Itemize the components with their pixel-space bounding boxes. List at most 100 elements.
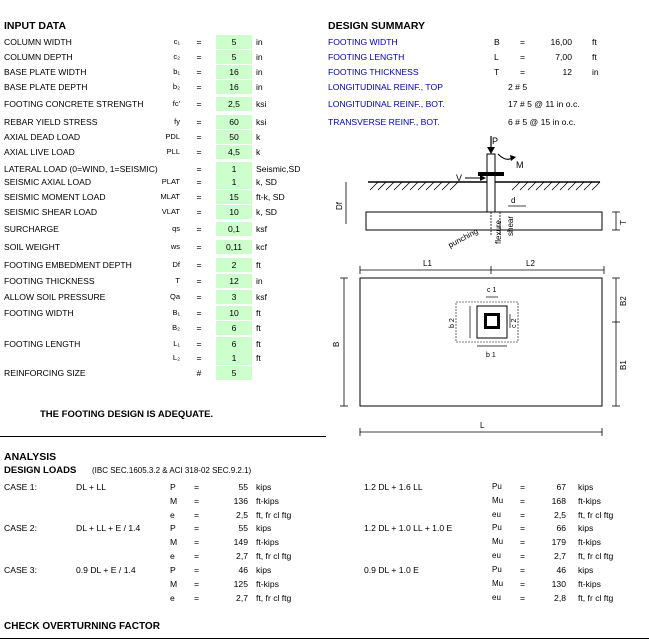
load-symbol: P [170, 482, 176, 492]
input-label: AXIAL LIVE LOAD [4, 147, 75, 157]
input-unit: Seismic,SD [256, 164, 301, 174]
input-symbol: T [175, 276, 180, 285]
overturning-title: CHECK OVERTURNING FACTOR [4, 621, 160, 632]
factored-unit: ft, fr cl ftg [578, 510, 614, 520]
column-elevation [486, 153, 496, 213]
input-label: REBAR YIELD STRESS [4, 117, 98, 127]
load-symbol: M [170, 496, 178, 506]
c1-label: c 1 [487, 287, 496, 294]
load-symbol: P [170, 565, 176, 575]
input-value-cell[interactable]: 2,5 [216, 97, 252, 111]
input-value-cell[interactable]: 15 [216, 190, 252, 204]
factored-unit: kips [578, 523, 594, 533]
load-equals: = [194, 565, 200, 575]
input-value-cell[interactable]: 10 [216, 306, 252, 320]
input-label: SOIL WEIGHT [4, 242, 61, 252]
input-label: FOOTING WIDTH [4, 308, 74, 318]
input-value-cell[interactable]: 10 [216, 205, 252, 219]
input-equals: = [196, 276, 202, 286]
factored-value: 2,8 [554, 593, 566, 603]
factored-equals: = [520, 551, 526, 561]
input-equals: = [196, 117, 202, 127]
v-label: V [456, 173, 462, 183]
factored-value: 66 [556, 523, 566, 533]
input-value-cell[interactable]: 3 [216, 290, 252, 304]
case-combination: DL + LL + E / 1.4 [76, 523, 141, 533]
input-value-cell[interactable]: 1 [216, 351, 252, 365]
input-label: LATERAL LOAD (0=WIND, 1=SEISMIC) [4, 164, 158, 174]
load-unit: ft-kips [256, 579, 279, 589]
summary-value: 16,00 [550, 37, 572, 47]
input-unit: k, SD [256, 177, 278, 187]
moment-arrow [497, 153, 513, 160]
factored-unit: ft, fr cl ftg [578, 593, 614, 603]
input-value-cell[interactable]: 6 [216, 321, 252, 335]
input-value-cell[interactable]: 12 [216, 274, 252, 288]
footing-elevation [365, 211, 603, 231]
input-equals: = [196, 164, 202, 174]
factored-equals: = [520, 482, 526, 492]
factored-equals: = [520, 496, 526, 506]
input-value-cell[interactable]: 60 [216, 115, 252, 129]
factored-unit: ft, fr cl ftg [578, 551, 614, 561]
input-equals: = [196, 99, 202, 109]
factored-value: 2,5 [554, 510, 566, 520]
input-value-cell[interactable]: 2 [216, 258, 252, 272]
b2-label: b 2 [449, 318, 456, 328]
input-value-cell[interactable]: 5 [216, 366, 252, 380]
load-equals: = [194, 510, 200, 520]
summary-label: FOOTING WIDTH [328, 37, 398, 47]
factored-unit: ft-kips [578, 496, 601, 506]
input-equals: # [196, 368, 202, 378]
input-equals: = [196, 292, 202, 302]
input-symbol: MLAT [160, 192, 180, 201]
factored-value: 67 [556, 482, 566, 492]
adequacy-message: THE FOOTING DESIGN IS ADEQUATE. [40, 409, 214, 420]
factored-symbol: eu [492, 510, 501, 519]
input-value-cell[interactable]: 0,1 [216, 222, 252, 236]
input-value-cell[interactable]: 1 [216, 162, 252, 176]
input-label: BASE PLATE DEPTH [4, 82, 88, 92]
input-value-cell[interactable]: 50 [216, 130, 252, 144]
input-value-cell[interactable]: 0,11 [216, 240, 252, 254]
input-value-cell[interactable]: 6 [216, 337, 252, 351]
input-symbol: PDL [165, 132, 180, 141]
load-value: 2,7 [236, 593, 248, 603]
bottom-divider [0, 638, 649, 639]
load-symbol: e [170, 510, 175, 520]
input-unit: ksi [256, 117, 267, 127]
input-label: FOOTING THICKNESS [4, 276, 95, 286]
input-value-cell[interactable]: 5 [216, 35, 252, 49]
input-value-cell[interactable]: 16 [216, 65, 252, 79]
input-label: FOOTING LENGTH [4, 339, 81, 349]
input-unit: ft-k, SD [256, 192, 285, 202]
load-equals: = [194, 579, 200, 589]
input-value-cell[interactable]: 1 [216, 175, 252, 189]
punching-perimeter [455, 301, 519, 343]
input-equals: = [196, 207, 202, 217]
input-symbol: qs [172, 224, 180, 233]
input-label: SEISMIC SHEAR LOAD [4, 207, 98, 217]
design-summary-title: DESIGN SUMMARY [328, 20, 426, 32]
factored-symbol: Pu [492, 523, 502, 532]
case-name: CASE 1: [4, 482, 37, 492]
input-value-cell[interactable]: 5 [216, 50, 252, 64]
b2-dim-label: B2 [619, 296, 628, 306]
section-divider [0, 436, 326, 437]
factored-unit: kips [578, 565, 594, 575]
summary-value: 2 # 5 [508, 82, 528, 92]
load-unit: kips [256, 482, 272, 492]
input-value-cell[interactable]: 16 [216, 80, 252, 94]
load-equals: = [194, 482, 200, 492]
input-label: SURCHARGE [4, 224, 59, 234]
factored-equals: = [520, 579, 526, 589]
load-symbol: M [170, 579, 178, 589]
load-unit: ft, fr cl ftg [256, 551, 292, 561]
factored-value: 179 [551, 537, 566, 547]
input-equals: = [196, 177, 202, 187]
input-symbol: L₁ [173, 339, 180, 348]
summary-symbol: T [494, 67, 500, 77]
input-symbol: B₁ [172, 308, 180, 317]
input-symbol: B₂ [172, 323, 180, 332]
input-value-cell[interactable]: 4,5 [216, 145, 252, 159]
